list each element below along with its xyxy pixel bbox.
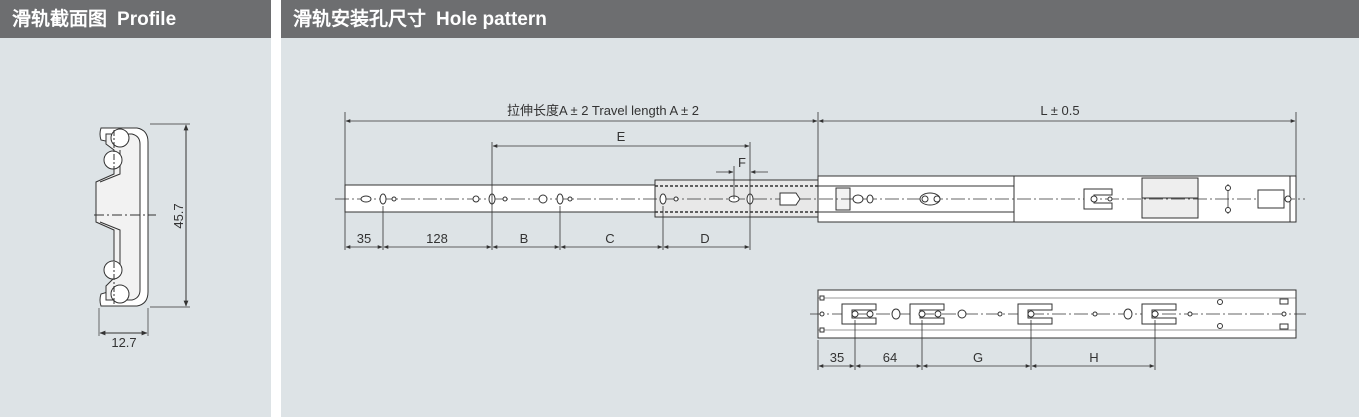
top-dim-c: C <box>605 231 614 246</box>
top-dim-d: D <box>700 231 709 246</box>
slide-extended-drawing <box>335 175 1305 223</box>
bottom-dim-h: H <box>1089 350 1098 365</box>
bottom-dim-g: G <box>973 350 983 365</box>
profile-drawing <box>94 123 190 336</box>
profile-height-label: 45.7 <box>171 203 186 228</box>
profile-panel: 滑轨截面图 Profile <box>0 0 271 417</box>
hole-pattern-title-en: Hole pattern <box>436 9 547 30</box>
bottom-dim-64: 64 <box>883 350 897 365</box>
top-dim-b: B <box>520 231 529 246</box>
profile-title-en: Profile <box>117 9 177 30</box>
slide-extended-dimensions <box>344 112 1297 250</box>
travel-length-label: 拉伸长度A ± 2 Travel length A ± 2 <box>507 103 699 118</box>
profile-title-zh: 滑轨截面图 <box>12 8 108 30</box>
dim-e-label: E <box>617 129 626 144</box>
top-dim-128: 128 <box>426 231 448 246</box>
bottom-dim-35: 35 <box>830 350 844 365</box>
top-dim-35: 35 <box>357 231 371 246</box>
outer-member-drawing <box>810 289 1306 339</box>
profile-width-label: 12.7 <box>111 335 136 350</box>
dim-f-label: F <box>738 155 746 170</box>
hole-pattern-title-zh: 滑轨安装孔尺寸 <box>293 8 427 30</box>
profile-header: 滑轨截面图 Profile <box>0 0 271 38</box>
outer-member-dimensions <box>817 320 1156 370</box>
hole-pattern-header: 滑轨安装孔尺寸 Hole pattern <box>281 0 1359 38</box>
length-label: L ± 0.5 <box>1040 103 1079 118</box>
